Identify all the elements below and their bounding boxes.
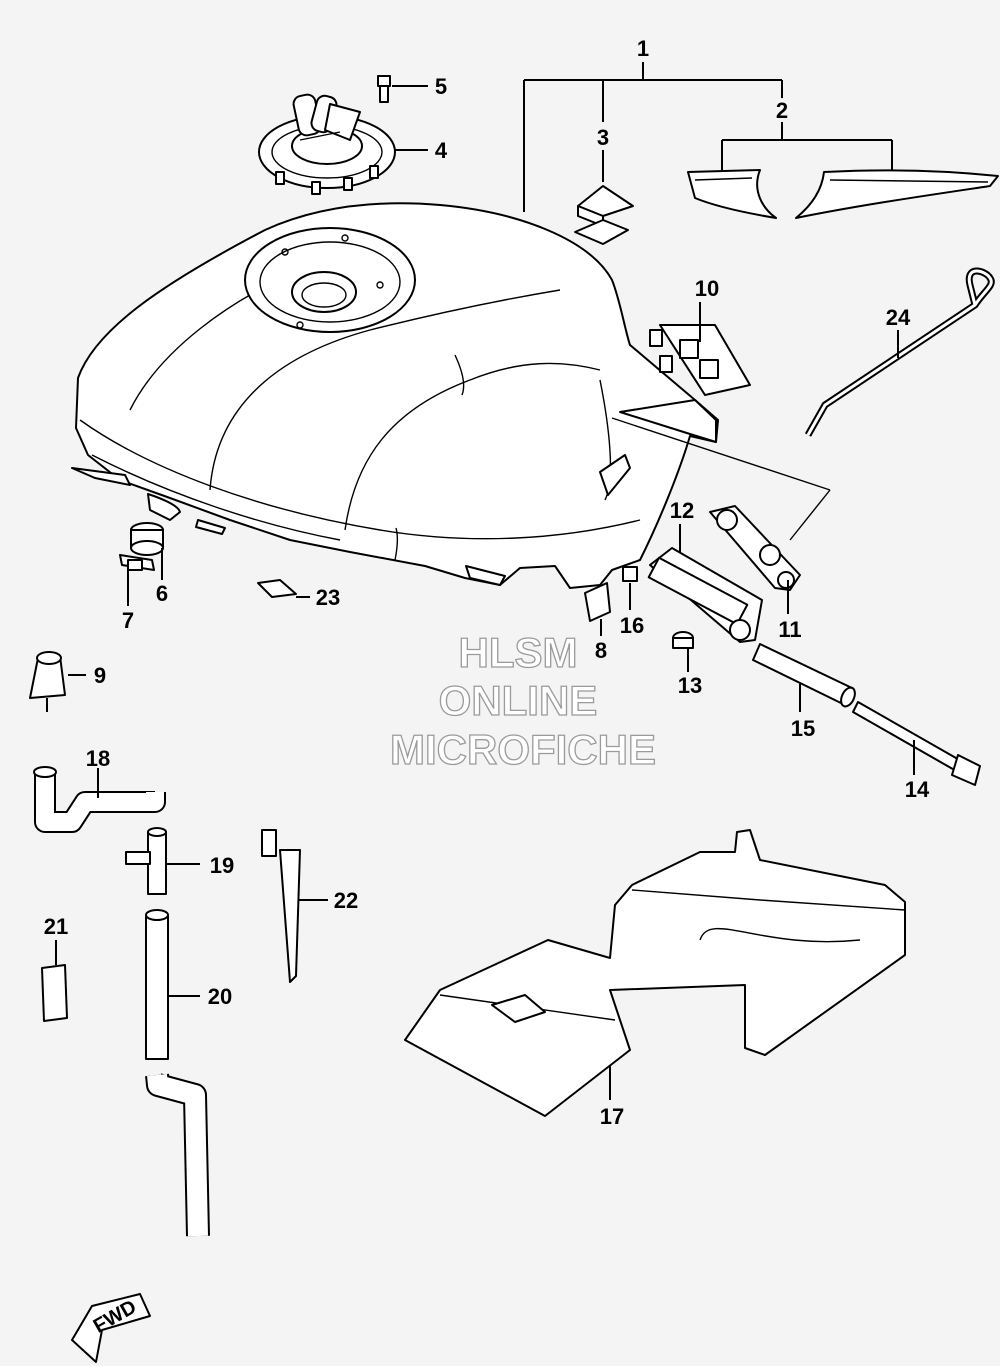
bracket-10[interactable] [649,324,751,396]
screw[interactable] [377,75,391,103]
callout-9: 9 [94,663,106,688]
hinge-bracket[interactable] [647,547,763,643]
callout-labels: 1 2 3 4 5 6 7 8 9 10 11 12 13 14 15 16 1… [44,36,930,1129]
clip[interactable] [622,566,638,582]
callout-11: 11 [778,617,801,642]
callout-23: 23 [316,585,340,610]
watermark-line-1: HLSM [459,629,578,676]
watermark-line-2: ONLINE [439,677,598,724]
support-rod[interactable] [804,267,995,437]
callout-22: 22 [334,888,358,913]
drain-hose[interactable] [145,909,210,1237]
callout-21: 21 [44,914,68,939]
watermark: HLSM ONLINE MICROFICHE [389,628,656,773]
bolt[interactable] [852,701,981,786]
callout-12: 12 [670,498,694,523]
label-23[interactable] [257,579,297,598]
callout-19: 19 [210,853,234,878]
callout-18: 18 [86,746,110,771]
callout-7: 7 [122,608,134,633]
callout-20: 20 [208,984,232,1009]
callout-6: 6 [156,581,168,606]
label-21[interactable] [41,964,68,1022]
callout-2: 2 [776,98,788,123]
fwd-direction-arrow: FWD [71,1293,151,1363]
grommet[interactable] [584,582,611,622]
suzuki-emblem[interactable] [574,185,634,245]
callout-8: 8 [595,638,607,663]
callout-4: 4 [435,138,448,163]
cushion[interactable] [29,651,66,712]
gasket[interactable] [119,554,155,571]
tank-side-covers[interactable] [687,169,999,219]
watermark-line-3: MICROFICHE [390,726,656,773]
callout-15: 15 [791,716,815,741]
breather-hose[interactable] [33,766,166,833]
callout-13: 13 [678,673,702,698]
fuel-cap[interactable] [258,93,396,195]
callout-5: 5 [435,74,447,99]
bracket-11[interactable] [709,505,801,591]
callout-16: 16 [620,613,644,638]
battery-tray[interactable] [404,829,906,1117]
callout-3: 3 [597,125,609,150]
callout-10: 10 [695,276,719,301]
callout-1-leader-tree [523,62,893,212]
callout-14: 14 [905,777,930,802]
t-joint[interactable] [125,827,167,895]
fuel-tank[interactable] [71,202,719,589]
cable-tie[interactable] [261,829,301,983]
callout-17: 17 [600,1104,624,1129]
spacer-pipe[interactable] [752,643,858,709]
drain-plug[interactable] [130,522,164,556]
callout-1: 1 [637,36,649,61]
callout-24: 24 [886,305,911,330]
collar[interactable] [672,631,694,649]
